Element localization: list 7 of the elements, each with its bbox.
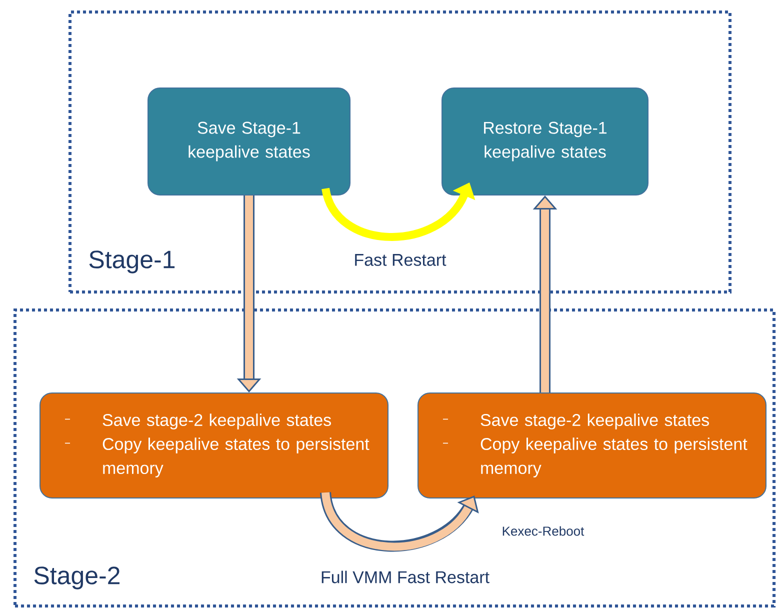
process-box: Save Stage-1 keepalive states xyxy=(148,88,350,196)
caption-text: Full VMM Fast Restart xyxy=(322,570,490,584)
process-box: Save stage-2 keepalive states Copy keepalive states to persistent memory xyxy=(40,392,388,498)
process-box: Restore Stage-1 keepalive states xyxy=(442,88,648,196)
process-box: Save stage-2 keepalive states Copy keepalive states to persistent memory xyxy=(418,392,766,498)
edge-label: Kexec-Reboot xyxy=(500,525,586,537)
caption-text: Fast Restart xyxy=(355,254,446,266)
